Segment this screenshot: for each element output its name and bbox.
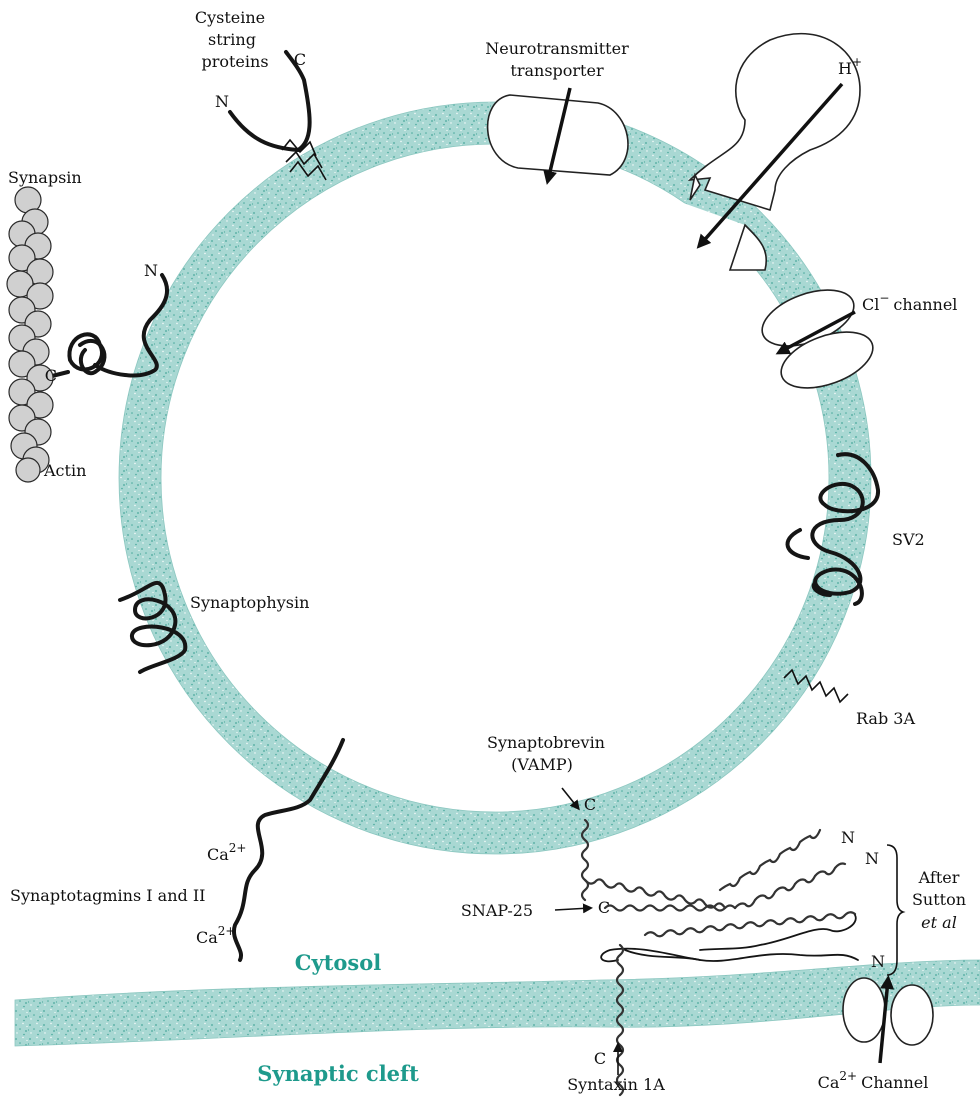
plasma-membrane: [15, 960, 980, 1046]
label-actin: Actin: [43, 461, 86, 480]
label-synaptobrevin-c: C: [584, 795, 596, 814]
label-sutton: Sutton: [912, 890, 966, 909]
label-sv2: SV2: [892, 530, 925, 549]
label-after: After: [918, 868, 960, 887]
label-rab3a: Rab 3A: [856, 709, 915, 728]
label-snap25: SNAP-25: [461, 901, 533, 920]
label-syntaxin-c: C: [594, 1049, 606, 1068]
label-cysteine-n: N: [215, 92, 229, 111]
label-cysteine-string-line1: Cysteine: [195, 8, 265, 27]
label-synaptotagmins: Synaptotagmins I and II: [10, 886, 205, 905]
actin-filament: [7, 187, 53, 482]
label-cysteine-c: C: [294, 50, 306, 69]
label-synapsin-n: N: [144, 261, 158, 280]
label-snap25-c: C: [598, 898, 610, 917]
snap25-helices: [601, 864, 858, 962]
label-n-bottom: N: [871, 952, 885, 971]
label-cysteine-string-line2: string: [208, 30, 256, 49]
label-cysteine-string-line3: proteins: [201, 52, 268, 71]
label-synaptic-cleft: Synaptic cleft: [257, 1061, 419, 1086]
label-synaptophysin: Synaptophysin: [190, 593, 309, 612]
label-synaptobrevin-line2: (VAMP): [511, 755, 573, 774]
label-ca-channel: Ca2+Channel: [818, 1069, 929, 1092]
label-cl-channel: Cl−channel: [862, 291, 957, 314]
label-synaptobrevin-line1: Synaptobrevin: [487, 733, 605, 752]
label-cytosol: Cytosol: [295, 950, 381, 975]
label-transporter-line1: Neurotransmitter: [485, 39, 629, 58]
label-n-top1: N: [841, 828, 855, 847]
label-syntaxin: Syntaxin 1A: [567, 1075, 665, 1094]
label-synapsin-c: C: [45, 366, 57, 385]
snap25-pointer: [555, 908, 590, 910]
label-transporter-line2: transporter: [510, 61, 604, 80]
label-et-al: et al: [921, 913, 957, 932]
label-n-top2: N: [865, 849, 879, 868]
after-sutton-brace: [887, 845, 903, 975]
label-ca-lower: Ca2+: [196, 924, 235, 947]
label-ca-upper: Ca2+: [207, 841, 246, 864]
label-synapsin: Synapsin: [8, 168, 82, 187]
